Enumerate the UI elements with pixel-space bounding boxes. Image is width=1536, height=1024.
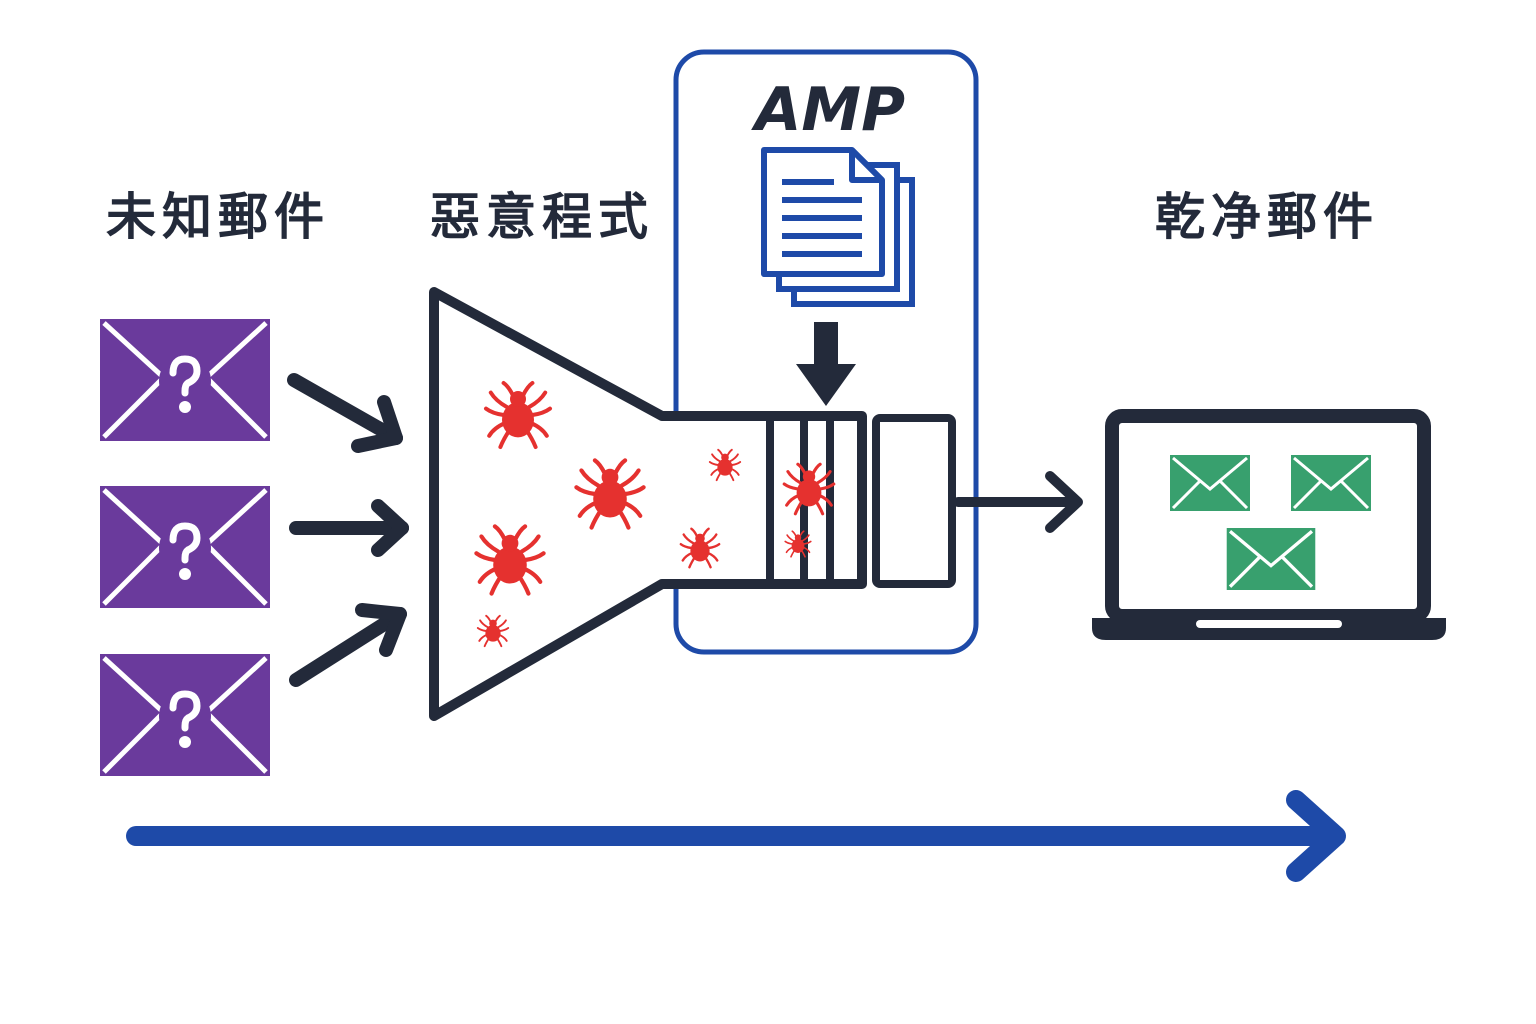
amp-box [673, 49, 979, 655]
arrow-right-icon [289, 499, 409, 557]
output-chamber [872, 414, 956, 588]
document-stack-icon [761, 147, 915, 307]
unknown-mail-envelope-3 [100, 654, 270, 776]
unknown-mail-envelope-2 [100, 486, 270, 608]
clean-mail-envelope-1 [1168, 453, 1252, 513]
incoming-arrows [287, 373, 409, 687]
arrow-right-icon [287, 373, 403, 453]
clean-mail-envelope-3 [1225, 526, 1317, 592]
amp-title: AMP [751, 75, 905, 145]
unknown-mail-label: 未知郵件 [106, 188, 330, 246]
down-arrow-icon [796, 322, 856, 406]
unknown-mail-envelope-1 [100, 319, 270, 441]
arrow-right-icon [289, 603, 407, 687]
flow-arrow-icon [126, 790, 1346, 882]
clean-mail-label: 乾净郵件 [1155, 188, 1379, 246]
clean-mail-envelope-2 [1289, 453, 1373, 513]
malware-label: 惡意程式 [430, 188, 654, 246]
output-arrow-icon [953, 471, 1083, 533]
